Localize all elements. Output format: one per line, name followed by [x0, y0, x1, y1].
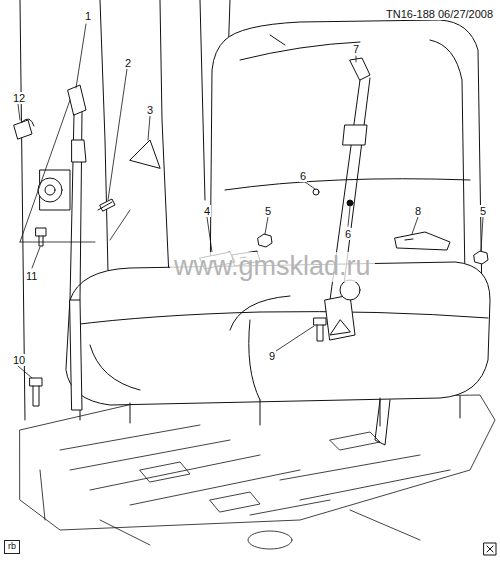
callout-number: 6 — [344, 228, 352, 240]
bolts — [30, 199, 115, 406]
spacer — [313, 189, 319, 195]
view-code-box: rb — [4, 540, 20, 554]
callout-number: 4 — [203, 205, 211, 217]
callout-number: 3 — [146, 104, 154, 116]
callout-number: 8 — [414, 205, 422, 217]
rear-seat-cushion — [66, 262, 490, 445]
nut — [258, 234, 272, 247]
drawing-id: TN16-188 06/27/2008 — [385, 8, 494, 20]
belt-guide-clip — [14, 119, 34, 139]
callout-number: 11 — [25, 270, 38, 282]
outboard-belt-assembly — [38, 85, 86, 410]
anchor-cover — [130, 140, 160, 168]
callout-number: 2 — [124, 57, 132, 69]
nut — [474, 251, 488, 264]
callout-number: 12 — [12, 92, 26, 104]
view-symbol — [484, 543, 496, 555]
center-belt-assembly — [325, 58, 370, 340]
callout-number: 1 — [84, 10, 92, 22]
callout-number: 10 — [12, 354, 26, 366]
callout-number: 9 — [268, 350, 276, 362]
spacer — [347, 200, 353, 206]
watermark: www.gmsklad.ru — [170, 252, 375, 282]
leader-lines — [18, 24, 483, 378]
callout-number: 6 — [299, 170, 307, 182]
callout-number: 7 — [352, 43, 360, 55]
callout-number: 5 — [479, 205, 487, 217]
outboard-buckle — [395, 232, 450, 250]
floor-panel — [20, 395, 495, 549]
callout-number: 5 — [264, 205, 272, 217]
view-code: rb — [5, 541, 19, 553]
bolt — [314, 318, 326, 341]
